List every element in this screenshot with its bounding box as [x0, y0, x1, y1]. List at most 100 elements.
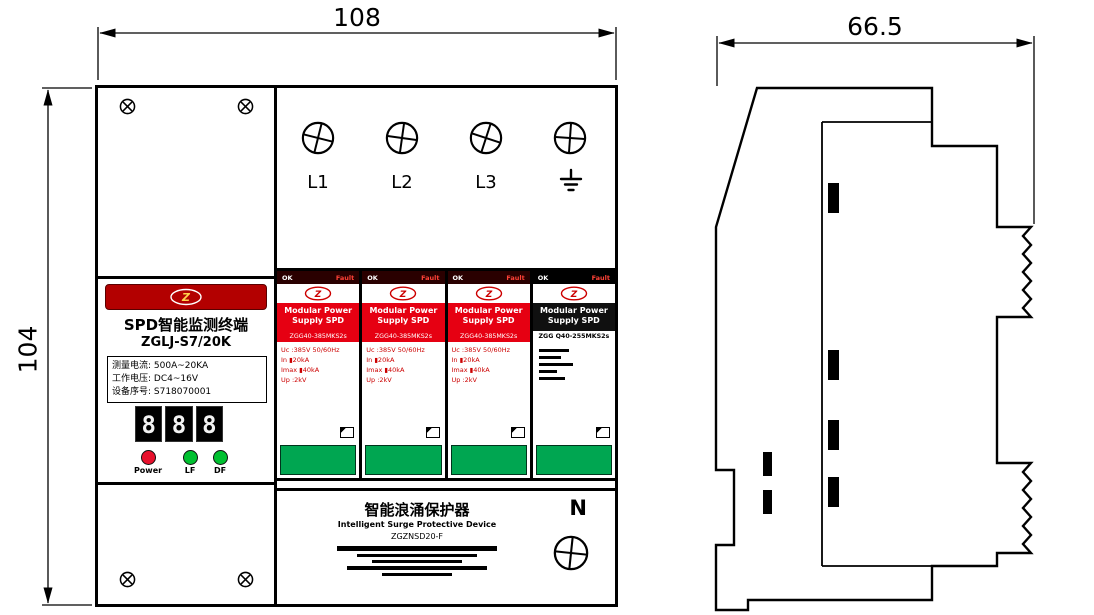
- module-model-label: ZGG40-385MKS2s: [447, 331, 530, 342]
- monitor-title: SPD智能监测终端: [123, 316, 249, 334]
- terminal-screw-l1: [301, 121, 335, 155]
- module-spec-up: Up :2kV: [366, 376, 392, 384]
- module-specs: [533, 342, 615, 448]
- module-spec-imax: Imax ▮40kA: [366, 366, 405, 374]
- module-brand-logo: Z: [277, 284, 360, 303]
- ground-icon: [559, 168, 583, 192]
- module-spec-uc: Uc :385V 50/60Hz: [366, 346, 425, 354]
- spec-line-voltage: 工作电压: DC4~16V: [112, 374, 198, 384]
- brand-logo-icon: Z: [304, 286, 332, 301]
- module-model-label: ZGG40-385MKS2s: [277, 331, 360, 342]
- spd-module-4: OK Fault Z Modular Power Supply SPD ZGG …: [532, 271, 615, 478]
- status-fault-label: Fault: [335, 273, 355, 282]
- terminal-label-l1: L1: [307, 172, 329, 193]
- status-ok-label: OK: [367, 273, 378, 282]
- status-fault-label: Fault: [421, 273, 440, 282]
- module-green-block: [450, 445, 527, 475]
- monitor-column: Z SPD智能监测终端 ZGLJ-S7/20K 测量电流: 500A~20KA …: [98, 88, 277, 604]
- module-brand-logo: Z: [447, 284, 530, 303]
- module-band-label: Modular Power Supply SPD: [362, 303, 445, 331]
- spec-line-current: 测量电流: 500A~20KA: [112, 361, 209, 371]
- spec-line-serial: 设备序号: S718070001: [112, 387, 212, 397]
- module-spec-in: In ▮20kA: [366, 356, 395, 364]
- brand-banner: Z: [105, 284, 267, 310]
- display-digit: 8: [195, 406, 223, 442]
- front-view: Z SPD智能监测终端 ZGLJ-S7/20K 测量电流: 500A~20KA …: [95, 85, 618, 607]
- module-band-label: Modular Power Supply SPD: [532, 303, 615, 331]
- module-spec-up: Up :2kV: [451, 376, 478, 384]
- monitor-spec-box: 测量电流: 500A~20KA 工作电压: DC4~16V 设备序号: S718…: [107, 356, 267, 403]
- lf-led-label: LF: [184, 466, 196, 475]
- display-digit: 8: [165, 406, 193, 442]
- terminal-screw-l2: [385, 121, 419, 155]
- terminal-screw-l3: [469, 121, 503, 155]
- spd-module-2: OK Fault Z Modular Power Supply SPD ZGG4…: [362, 271, 448, 478]
- terminal-screw-n: [553, 535, 589, 571]
- terminal-label-l2: L2: [391, 172, 413, 193]
- side-view-outline: [714, 86, 1034, 612]
- case-screw-icon: [119, 98, 136, 115]
- module-status-strip: OK Fault: [532, 271, 615, 284]
- inspection-window: [510, 427, 525, 438]
- module-specs: Uc :385V 50/60Hz In ▮20kA Imax ▮40kA Up …: [277, 342, 359, 448]
- display-digit: 8: [135, 406, 163, 442]
- spd-area: L1 L2 L3 OK Fault: [277, 88, 615, 604]
- side-view: [714, 86, 1034, 612]
- spd-module-1: OK Fault Z Modular Power Supply SPD ZGG4…: [277, 271, 363, 478]
- df-led-label: DF: [213, 466, 227, 475]
- module-spec-uc: Uc :385V 50/60Hz: [281, 346, 340, 354]
- dim-front-height-label: 104: [13, 325, 43, 374]
- module-spec-in: In ▮20kA: [281, 356, 310, 364]
- module-brand-logo: Z: [362, 284, 445, 303]
- module-model-label: ZGG40-385MKS2s: [362, 331, 445, 342]
- svg-text:Z: Z: [314, 290, 322, 300]
- status-ok-label: OK: [537, 273, 549, 282]
- bottom-panel-model: ZGZNSD20-F: [390, 532, 444, 541]
- bottom-panel: 智能浪涌保护器 Intelligent Surge Protective Dev…: [277, 488, 615, 604]
- monitor-model: ZGLJ-S7/20K: [141, 335, 231, 350]
- brand-logo-icon: Z: [170, 288, 202, 306]
- case-screw-icon: [237, 98, 254, 115]
- svg-text:Z: Z: [484, 290, 492, 300]
- dimension-front-height: [42, 87, 92, 606]
- brand-logo-icon: Z: [560, 286, 588, 301]
- df-led: [213, 450, 228, 465]
- status-fault-label: Fault: [506, 273, 525, 282]
- brand-logo-icon: Z: [390, 286, 417, 301]
- module-spec-uc: Uc :385V 50/60Hz: [451, 346, 511, 354]
- spd-modules-row: OK Fault Z Modular Power Supply SPD ZGG4…: [277, 268, 615, 481]
- svg-text:Z: Z: [181, 291, 191, 304]
- terminal-screw-pe: [553, 121, 587, 155]
- svg-text:Z: Z: [570, 290, 578, 300]
- panel-divider: [98, 482, 274, 485]
- case-screw-icon: [237, 571, 254, 588]
- neutral-terminal-label: N: [569, 496, 587, 520]
- svg-text:Z: Z: [399, 290, 407, 300]
- inspection-window: [340, 427, 355, 438]
- module-band-label: Modular Power Supply SPD: [447, 303, 530, 331]
- module-specs: Uc :385V 50/60Hz In ▮20kA Imax ▮40kA Up …: [362, 342, 444, 448]
- module-green-block: [365, 445, 442, 475]
- case-screw-icon: [119, 571, 136, 588]
- module-spec-up: Up :2kV: [281, 376, 307, 384]
- lf-led: [183, 450, 198, 465]
- module-green-block: [535, 445, 612, 475]
- dim-front-width-label: 108: [333, 3, 381, 32]
- dimension-front-width: [97, 27, 617, 80]
- inspection-window: [596, 427, 610, 438]
- certification-marks: [537, 345, 615, 380]
- bottom-panel-subtitle: Intelligent Surge Protective Device: [337, 520, 497, 529]
- module-spec-in: In ▮20kA: [451, 356, 480, 364]
- module-status-strip: OK Fault: [447, 271, 530, 284]
- module-band-label: Modular Power Supply SPD: [277, 303, 360, 331]
- module-brand-logo: Z: [532, 284, 615, 303]
- status-ok-label: OK: [452, 273, 464, 282]
- inspection-window: [425, 427, 440, 438]
- seven-segment-display: 8 8 8: [135, 406, 223, 442]
- spd-module-3: OK Fault Z Modular Power Supply SPD ZGG4…: [447, 271, 533, 478]
- bottom-panel-title: 智能浪涌保护器: [364, 501, 470, 519]
- brand-logo-icon: Z: [475, 286, 502, 301]
- side-view-slots: [763, 183, 839, 514]
- module-green-block: [280, 445, 357, 475]
